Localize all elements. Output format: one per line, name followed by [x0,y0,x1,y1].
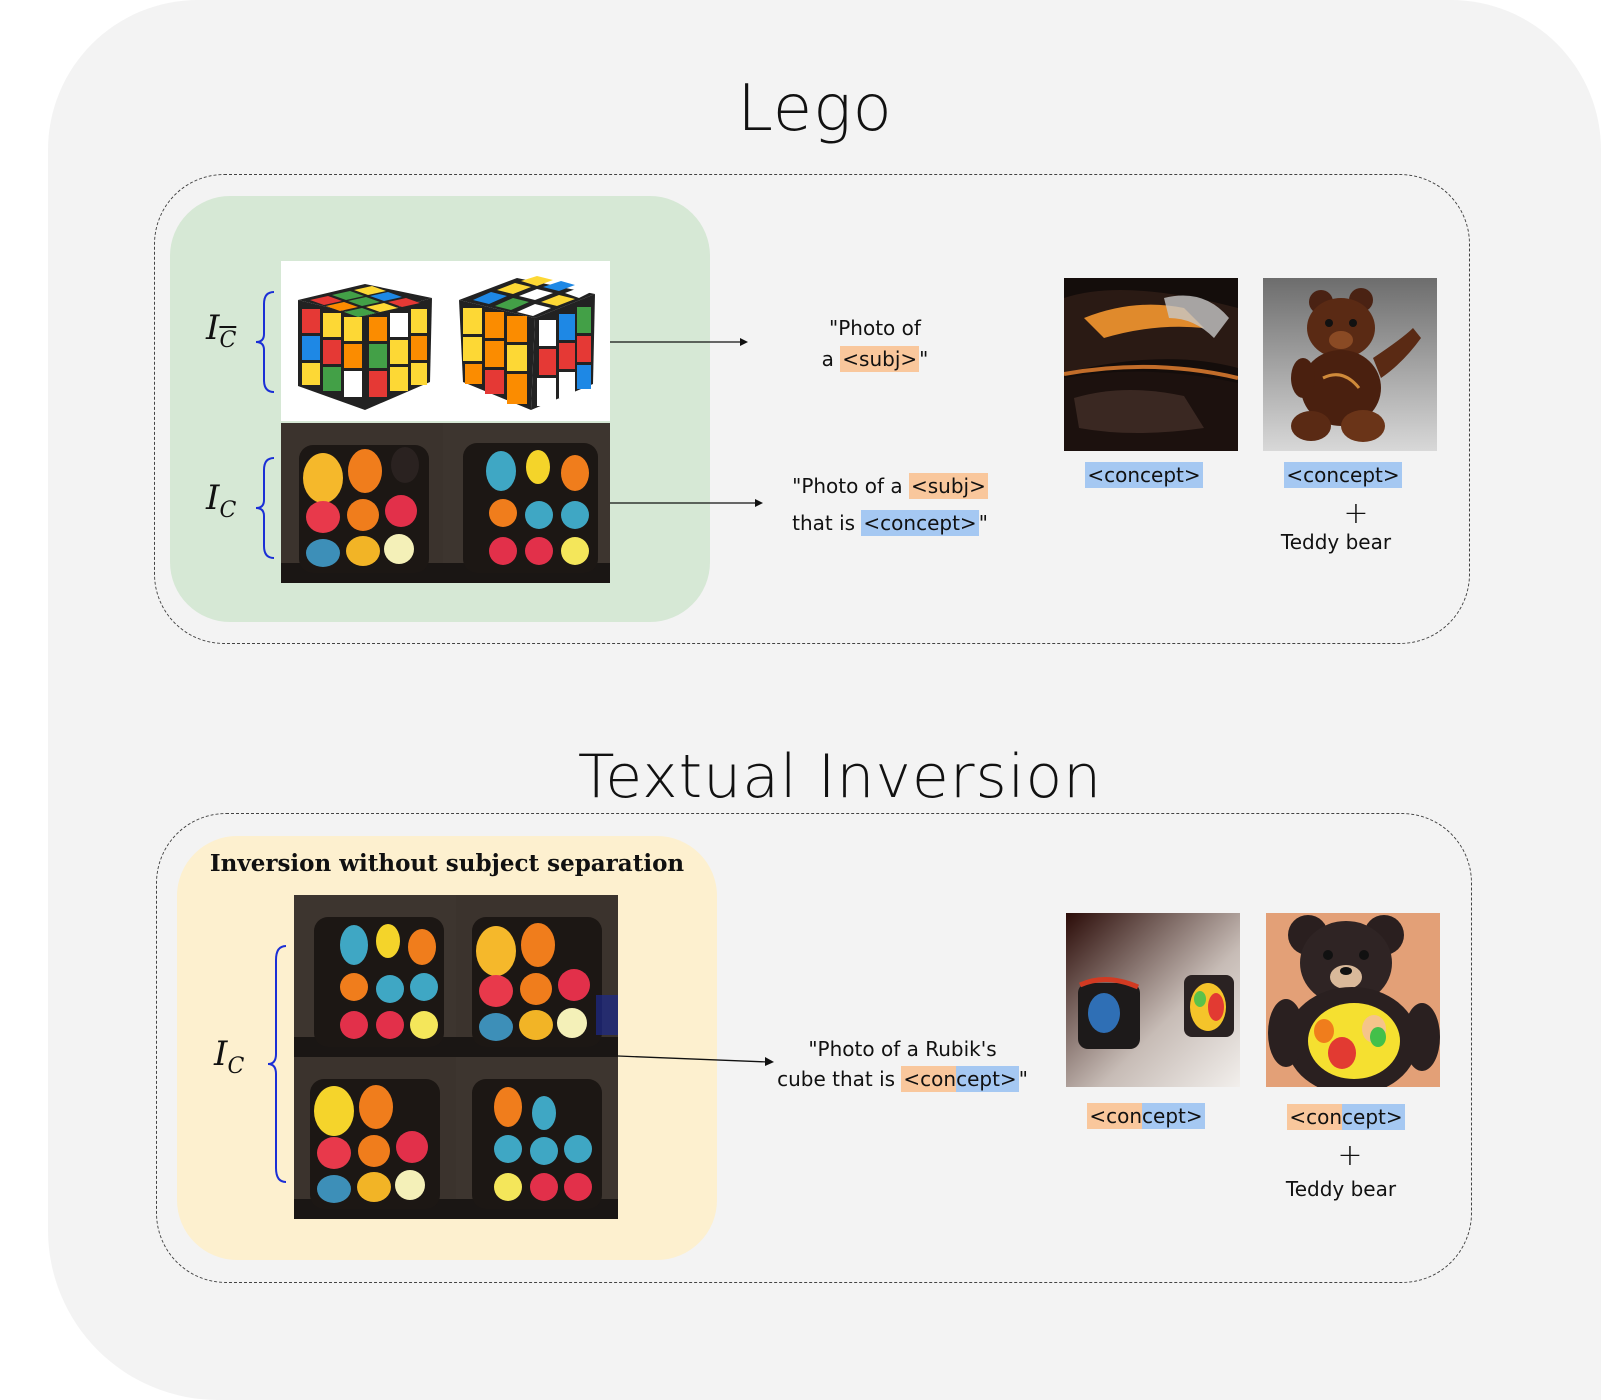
rubiks-cube-photo-2 [455,272,600,416]
ti-plus-sign: + [1337,1138,1363,1173]
ti-candy-photo-1 [294,895,456,1057]
lego-output-caption-1: <concept> [1064,462,1224,488]
concept-token: <concept> [1085,462,1203,488]
ti-output-caption-2: <concept> [1266,1104,1426,1130]
prompt-ti-end: " [1018,1067,1028,1091]
ti-candy-photo-3 [294,1057,456,1219]
prompt-concept-end: " [978,511,988,535]
prompt-ti: "Photo of a Rubik's cube that is <concep… [760,1034,1045,1094]
prompt-subject: "Photo of a <subj>" [790,313,960,375]
label-subject-set: IC [206,308,236,353]
prompt-subject-line-2: a <subj>" [790,344,960,375]
lego-dashed-frame [154,174,1470,644]
candy-cube-photo-2 [443,423,610,583]
concept-token-concept-part: cept> [1142,1103,1205,1129]
textual-inversion-title: Textual Inversion [577,742,1103,812]
prompt-concept-line-1: "Photo of a <subj> [760,468,1020,505]
prompt-ti-middle: cube that is [777,1067,902,1091]
ti-dashed-frame [156,813,1472,1283]
lego-title: Lego [737,72,893,146]
label-subject-set-sub: C [219,328,237,353]
concept-token: <concept> [1284,462,1402,488]
prompt-subject-end: " [919,347,929,371]
label-concept-set-sub: C [219,498,237,523]
concept-token-subject-part: <con [901,1066,957,1092]
subject-token: <subj> [840,346,920,372]
ti-candy-photo-2 [456,895,618,1057]
label-ti-letter: I [214,1034,228,1074]
lego-output-concept-photo [1064,278,1238,451]
lego-output-teddy-photo [1263,278,1437,451]
label-concept-set: IC [206,478,236,523]
label-ti-concept-set: IC [214,1034,244,1079]
concept-token-concept-part: cept> [956,1066,1019,1092]
lego-output-caption-2: <concept> [1263,462,1423,488]
lego-plus-sign: + [1343,496,1369,531]
brace-concept-set [252,456,278,560]
concept-token-subject-part: <con [1287,1104,1343,1130]
prompt-concept-line-2: that is <concept>" [760,505,1020,542]
ti-output-concept-photo [1066,913,1240,1087]
prompt-concept-start: "Photo of a [792,474,909,498]
brace-subject-set [252,290,278,394]
ti-output-caption-1: <concept> [1066,1103,1226,1129]
rubiks-cube-photo-1 [290,276,440,416]
ti-teddy-label: Teddy bear [1285,1177,1397,1201]
ti-output-teddy-photo [1266,913,1440,1087]
prompt-subject-a: a [821,347,841,371]
prompt-ti-line-2: cube that is <concept>" [760,1064,1045,1094]
label-concept-set-letter: I [206,478,220,518]
prompt-concept: "Photo of a <subj> that is <concept>" [760,468,1020,542]
lego-teddy-label: Teddy bear [1280,530,1392,554]
concept-token-concept-part: cept> [1342,1104,1405,1130]
prompt-ti-line-1: "Photo of a Rubik's [808,1037,997,1061]
candy-cube-photo-1 [281,423,443,583]
arrow-ti-to-prompt [618,1050,778,1070]
ti-candy-photo-4 [456,1057,618,1219]
arrow-concept-to-prompt [610,495,770,511]
prompt-concept-middle: that is [792,511,862,535]
brace-ti-concept-set [264,944,290,1184]
concept-token: <concept> [861,510,979,536]
prompt-subject-line-1: "Photo of [829,316,921,340]
label-subject-set-letter: I [206,308,220,348]
label-ti-sub: C [227,1054,245,1079]
concept-token-subject-part: <con [1087,1103,1143,1129]
ti-panel-heading: Inversion without subject separation [209,850,685,877]
subject-token: <subj> [908,473,988,499]
arrow-subject-to-prompt [610,334,755,350]
